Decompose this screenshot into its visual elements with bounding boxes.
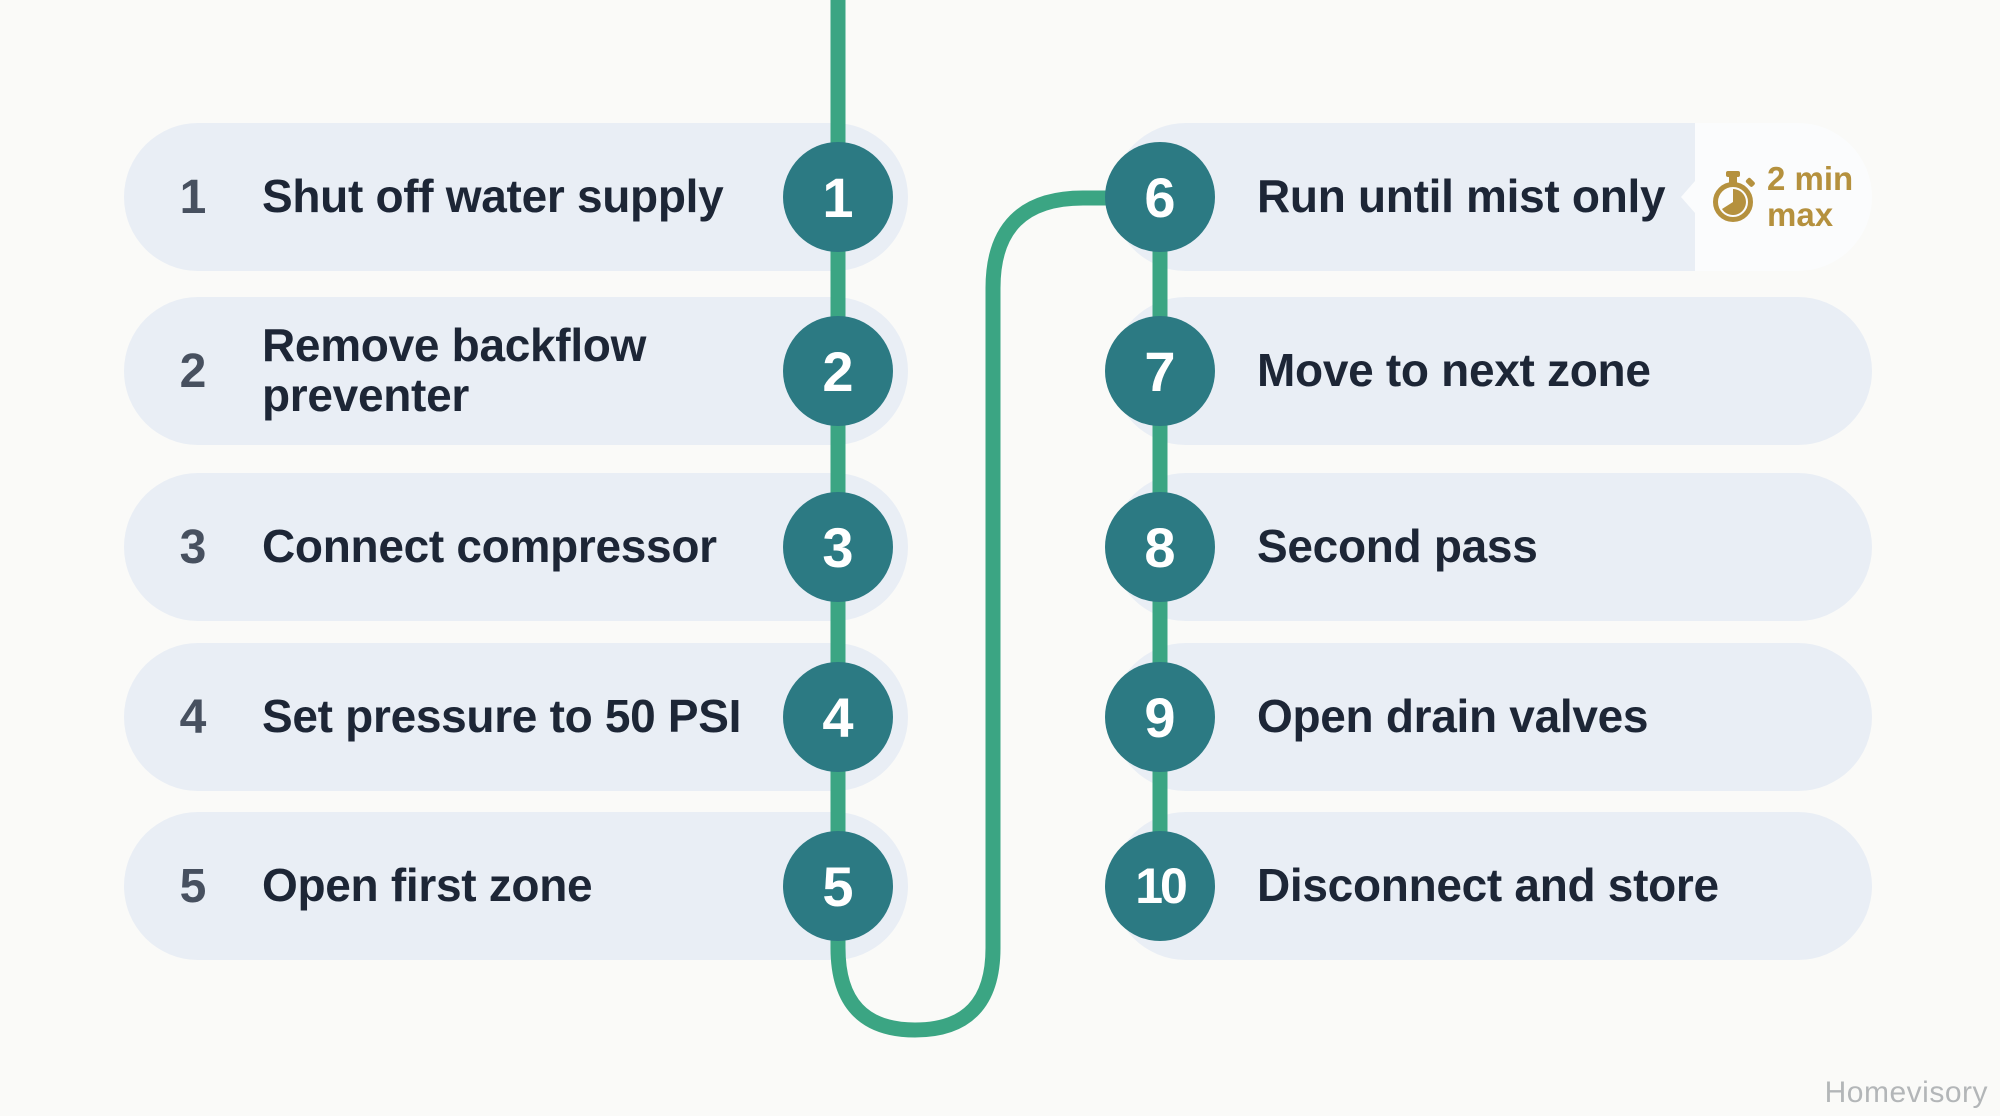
step-label: Open drain valves xyxy=(1257,690,1649,743)
step-node-6: 6 xyxy=(1105,142,1215,252)
step-pill-8: Second pass xyxy=(1112,473,1872,621)
step-node-2: 2 xyxy=(783,316,893,426)
node-number: 2 xyxy=(822,339,854,403)
step-pill-9: Open drain valves xyxy=(1112,643,1872,791)
step-label: Remove backflow preventer xyxy=(262,319,647,421)
step-label: Set pressure to 50 PSI xyxy=(262,690,742,743)
step-node-1: 1 xyxy=(783,142,893,252)
badge-notch xyxy=(1681,181,1695,213)
step-label: Connect compressor xyxy=(262,520,717,573)
step-node-9: 9 xyxy=(1105,662,1215,772)
node-number: 8 xyxy=(1144,515,1176,579)
node-number: 3 xyxy=(822,515,854,579)
step-pill-7: Move to next zone xyxy=(1112,297,1872,445)
step-node-10: 10 xyxy=(1105,831,1215,941)
step-pill-1: 1 Shut off water supply xyxy=(124,123,908,271)
node-number: 10 xyxy=(1135,858,1188,914)
step-number: 2 xyxy=(179,344,207,398)
step-pill-3: 3 Connect compressor xyxy=(124,473,908,621)
node-number: 6 xyxy=(1144,165,1176,229)
step-number: 1 xyxy=(179,170,207,224)
step-label: Disconnect and store xyxy=(1257,859,1719,912)
node-number: 4 xyxy=(822,685,854,749)
timer-line-2: max xyxy=(1767,196,1834,233)
node-number: 7 xyxy=(1144,339,1176,403)
step-label: Second pass xyxy=(1257,520,1538,573)
step-node-3: 3 xyxy=(783,492,893,602)
step-pill-5: 5 Open first zone xyxy=(124,812,908,960)
step-number: 3 xyxy=(179,520,207,574)
timer-badge: 2 min max xyxy=(1681,123,1872,271)
step-label: Shut off water supply xyxy=(262,170,724,223)
watermark: Homevisory xyxy=(1824,1076,1988,1109)
step-node-8: 8 xyxy=(1105,492,1215,602)
step-pill-10: Disconnect and store xyxy=(1112,812,1872,960)
timer-line-1: 2 min xyxy=(1767,160,1854,198)
step-node-5: 5 xyxy=(783,831,893,941)
step-label: Run until mist only xyxy=(1257,170,1666,223)
step-label: Open first zone xyxy=(262,859,593,912)
step-pill-6: Run until mist only 2 min max xyxy=(1112,123,1872,271)
node-number: 1 xyxy=(822,165,854,229)
step-node-7: 7 xyxy=(1105,316,1215,426)
step-number: 5 xyxy=(179,859,207,913)
step-pill-4: 4 Set pressure to 50 PSI xyxy=(124,643,908,791)
step-number: 4 xyxy=(179,690,207,744)
node-number: 9 xyxy=(1144,685,1176,749)
step-node-4: 4 xyxy=(783,662,893,772)
step-pill-2: 2 Remove backflow preventer xyxy=(124,297,908,445)
step-label: Move to next zone xyxy=(1257,344,1651,397)
timer-badge-text: 2 min max xyxy=(1767,161,1853,232)
node-number: 5 xyxy=(822,854,854,918)
stopwatch-icon xyxy=(1713,171,1755,222)
